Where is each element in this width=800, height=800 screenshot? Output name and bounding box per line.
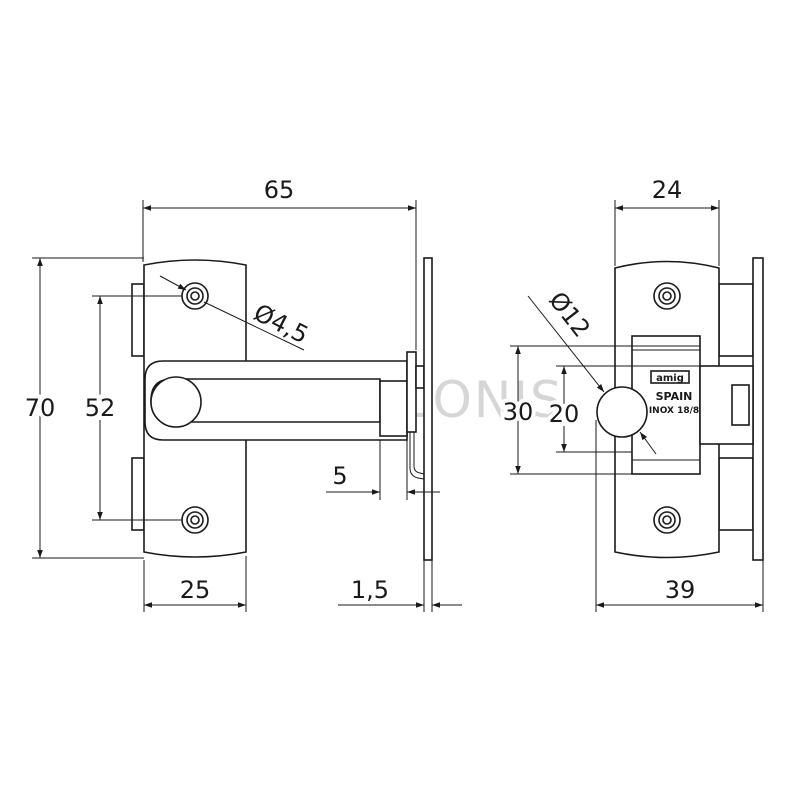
material-text: INOX 18/8 — [649, 406, 699, 416]
country-text: SPAIN — [656, 390, 693, 403]
dim-keeper-height: 30 — [503, 398, 534, 426]
dim-knob-diameter: Ø12 — [543, 286, 596, 342]
mount-tab-upper — [131, 283, 145, 357]
dim-overall-width: 65 — [264, 176, 295, 204]
keeper-screw-hole-lower — [653, 506, 681, 534]
side-knob — [596, 386, 648, 438]
front-view-dimensions: 65 70 52 Ø4,5 5 25 1,5 — [21, 176, 462, 612]
side-view-dimensions: 24 Ø12 30 20 39 — [499, 176, 764, 612]
dim-hole-diameter: Ø4,5 — [249, 298, 313, 349]
side-tab-upper — [718, 283, 754, 357]
keeper-plate — [423, 257, 433, 561]
side-plate — [752, 257, 764, 561]
hinge-knuckle — [406, 351, 417, 433]
latch-knob — [150, 376, 202, 428]
dim-gap: 5 — [332, 462, 347, 490]
screw-hole-lower — [181, 506, 209, 534]
dim-overall-depth: 39 — [665, 576, 696, 604]
hinge-nut — [415, 365, 425, 389]
dim-knob-size: 20 — [549, 400, 580, 428]
hinge-pin — [409, 432, 425, 480]
dim-plate-thickness: 1,5 — [351, 576, 389, 604]
side-view: amig SPAIN INOX 18/8 — [596, 257, 764, 561]
keeper-screw-hole-upper — [653, 282, 681, 310]
brand-stamp — [650, 370, 690, 384]
screw-hole-upper — [181, 282, 209, 310]
mount-tab-lower — [131, 457, 145, 531]
dim-plate-width: 25 — [180, 576, 211, 604]
front-view — [131, 257, 433, 561]
dim-height: 70 — [25, 394, 56, 422]
side-tab-lower — [718, 457, 754, 531]
dim-hole-spacing: 52 — [85, 394, 116, 422]
brand-text: amig — [656, 373, 684, 384]
hinge-block — [379, 380, 408, 437]
side-latch-slot — [731, 384, 750, 426]
dim-keeper-width: 24 — [652, 176, 683, 204]
